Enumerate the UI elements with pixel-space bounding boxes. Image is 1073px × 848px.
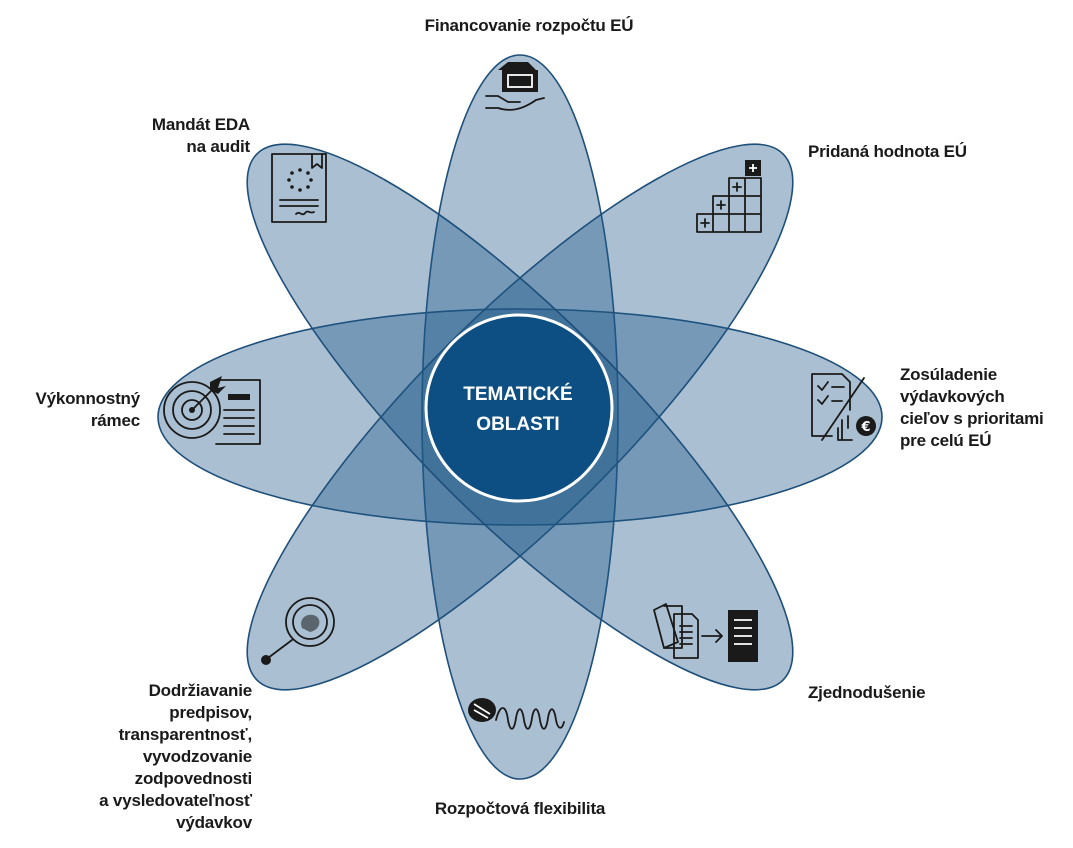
target-document-icon xyxy=(163,376,261,445)
label-compliance: Dodržiavanie predpisov, transparentnosť,… xyxy=(99,681,252,832)
label-performance-framework: Výkonnostný rámec xyxy=(35,389,140,430)
label-simplification: Zjednodušenie xyxy=(808,683,926,702)
certificate-icon xyxy=(271,153,327,223)
svg-text:€: € xyxy=(860,420,870,435)
label-budget-flexibility: Rozpočtová flexibilita xyxy=(434,799,606,818)
checklist-euro-icon: € xyxy=(811,373,876,441)
label-spending-alignment: Zosúladenie výdavkových cieľov s priorit… xyxy=(900,365,1044,450)
money-spring-icon xyxy=(468,698,565,730)
label-eu-added-value: Pridaná hodnota EÚ xyxy=(808,142,967,161)
magnifier-icon xyxy=(261,597,335,665)
center-circle xyxy=(424,313,614,503)
label-eca-mandate: Mandát EDA na audit xyxy=(151,115,250,156)
money-hand-icon xyxy=(485,62,545,111)
label-financing: Financovanie rozpočtu EÚ xyxy=(424,16,634,35)
stairs-plus-icon xyxy=(696,160,762,233)
center-label: TEMATICKÉ OBLASTI xyxy=(463,384,573,435)
documents-simplify-icon xyxy=(653,603,758,662)
